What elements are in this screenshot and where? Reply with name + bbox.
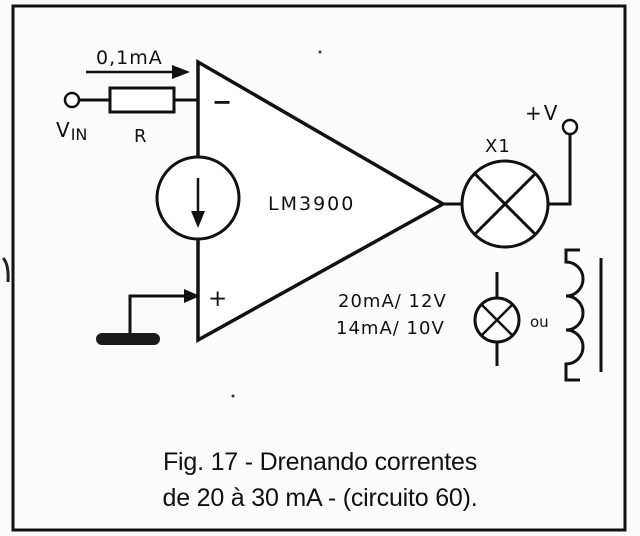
current-label: 0,1mA: [96, 47, 163, 69]
stray-dot: [231, 394, 235, 398]
caption-line-2: de 20 à 30 mA - (circuito 60).: [162, 484, 478, 512]
current-arrowhead: [172, 65, 190, 79]
rating-20ma-12v: 20mA/ 12V: [338, 291, 447, 312]
inverting-input-sign: −: [212, 88, 232, 116]
resistor-r: [108, 86, 176, 114]
supply-terminal: [561, 118, 579, 136]
supply-wire: [548, 134, 572, 206]
small-lamp-cross-b: [481, 304, 513, 336]
plus-input-wire: [128, 294, 186, 338]
vin-terminal: [63, 91, 81, 109]
noninverting-input-sign: +: [208, 286, 227, 312]
vin-label-main: V: [56, 118, 70, 142]
plus-input-arrowhead: [184, 289, 200, 303]
figure-frame: [11, 4, 627, 532]
relay-coil: [564, 248, 585, 382]
chip-label: LM3900: [268, 193, 355, 215]
lamp-label: X1: [485, 136, 511, 157]
resistor-label: R: [134, 126, 147, 147]
lamp-x1-cross-b: [473, 172, 537, 236]
caption-line-1: Fig. 17 - Drenando correntes: [162, 448, 477, 476]
alternative-label: ou: [530, 313, 549, 331]
edge-mark: [1, 256, 10, 283]
supply-label: +V: [525, 101, 559, 125]
current-source-arrowhead: [191, 211, 205, 228]
vin-label: VIN: [56, 118, 87, 144]
vin-label-sub: IN: [71, 125, 88, 144]
rating-14ma-10v: 14mA/ 10V: [336, 318, 445, 339]
ground-bar: [96, 333, 160, 345]
stray-dot: [318, 50, 322, 54]
